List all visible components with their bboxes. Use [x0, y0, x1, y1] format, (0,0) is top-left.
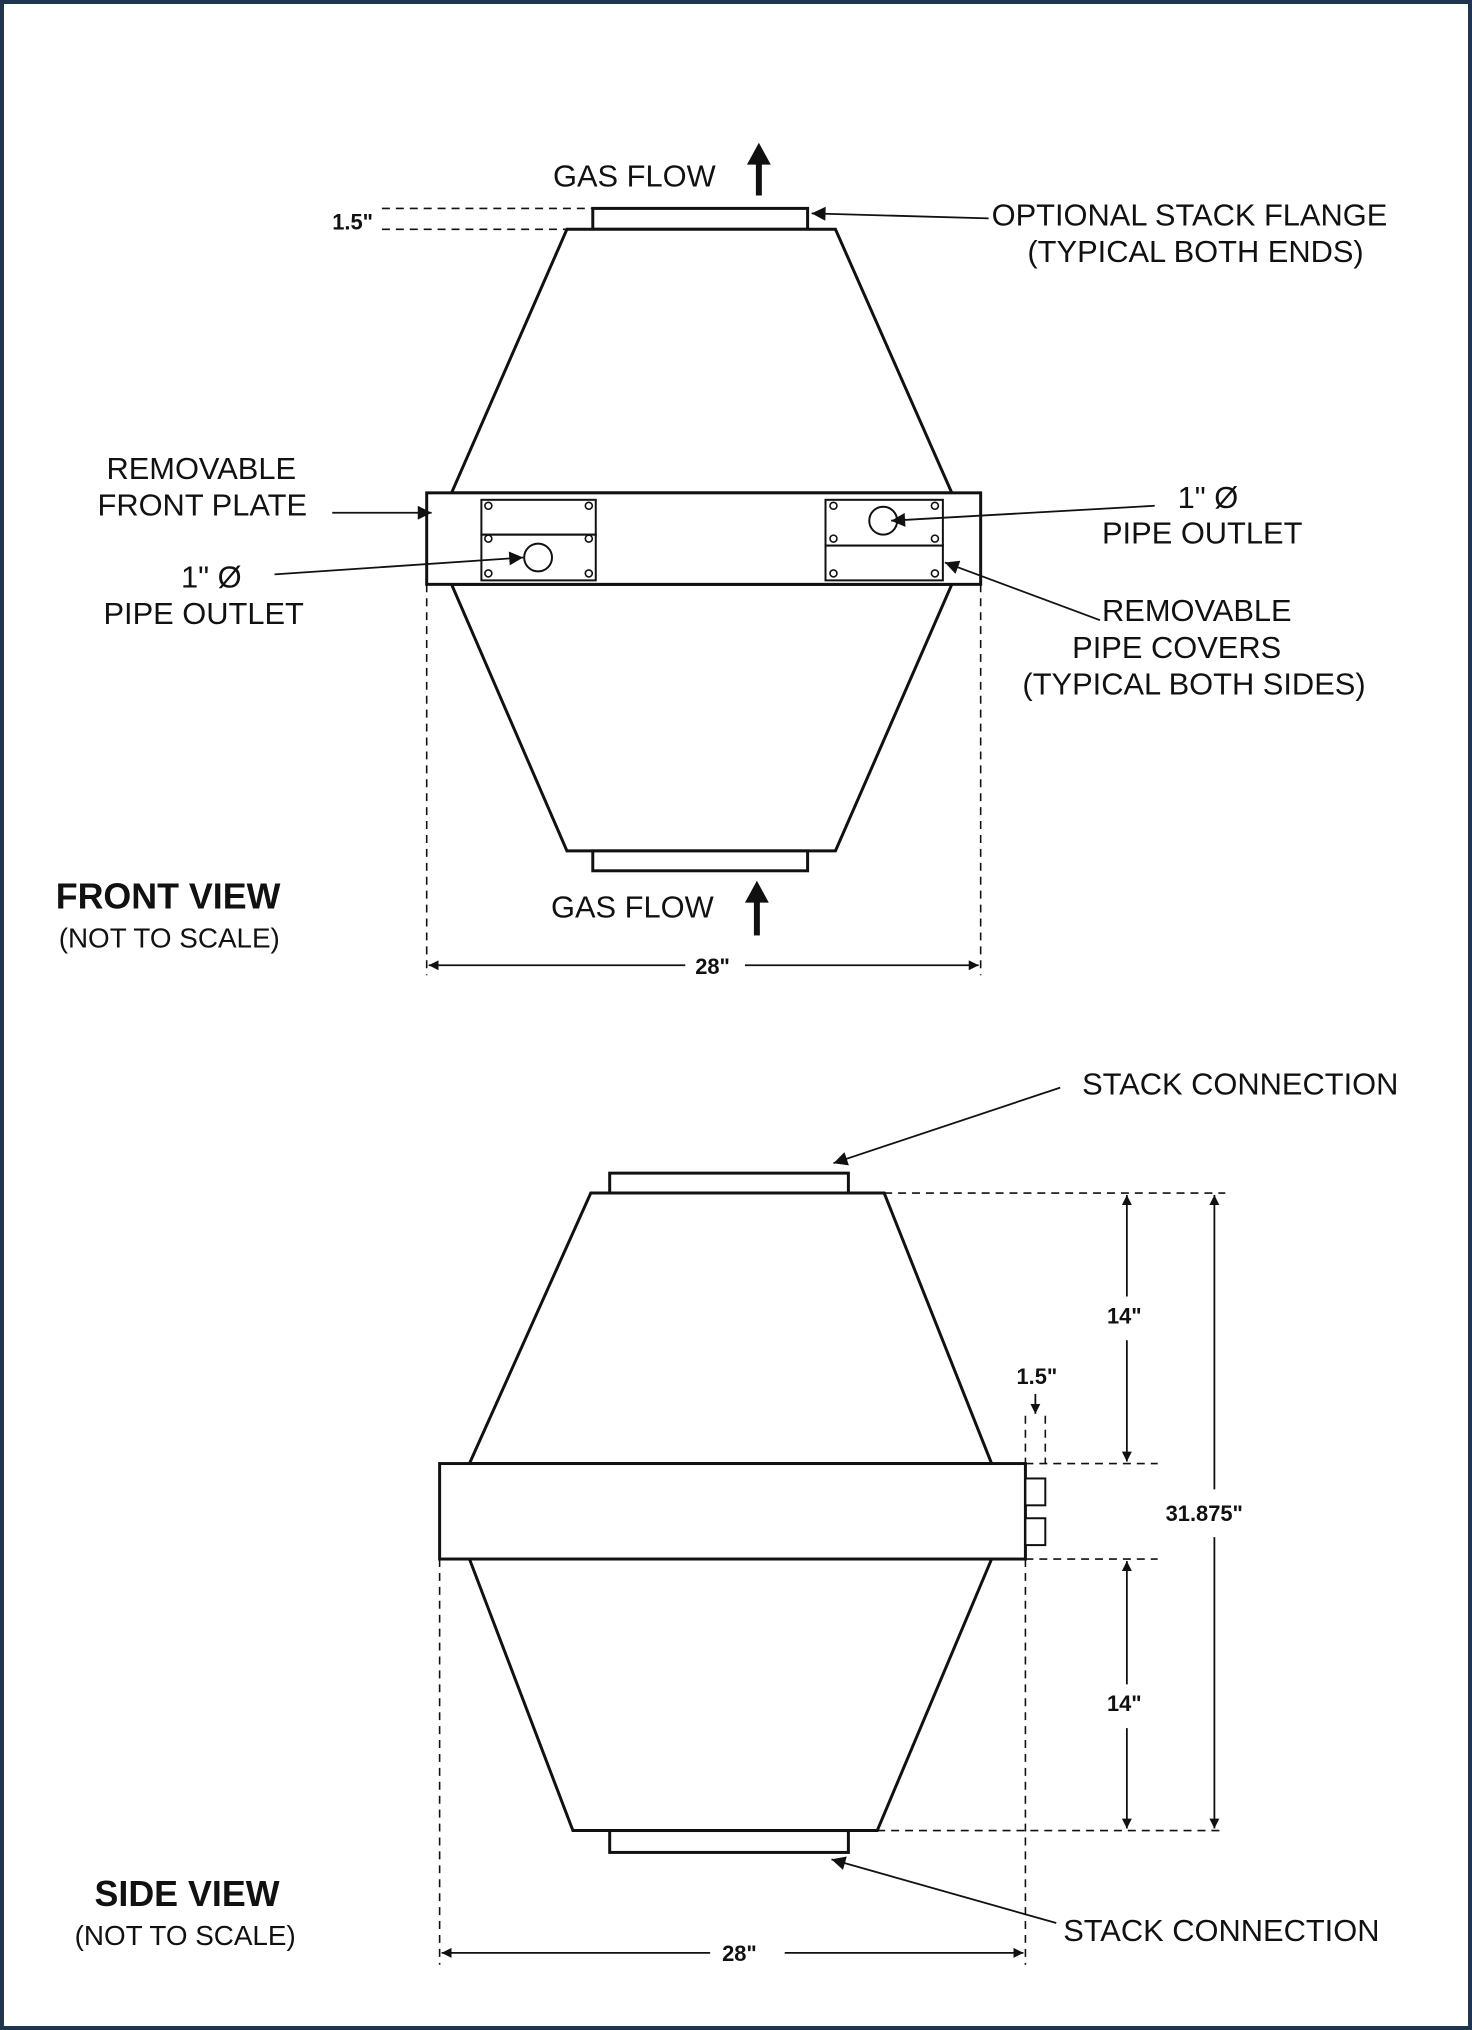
overall-height-dim: 31.875": [1166, 1501, 1243, 1526]
gas-flow-up-arrow-icon: [744, 880, 769, 936]
front-view-title: FRONT VIEW: [56, 877, 281, 917]
pipe-covers-label-line1: REMOVABLE: [1102, 593, 1292, 628]
right-pipe-cover: [824, 498, 944, 582]
right-outlet-label-line2: PIPE OUTLET: [1102, 516, 1303, 551]
gas-flow-label-bottom: GAS FLOW: [551, 890, 714, 925]
left-outlet-label-line1: 1" Ø: [181, 559, 242, 594]
gas-flow-label-top: GAS FLOW: [553, 159, 716, 194]
upper-height-dim: 14": [1107, 1303, 1142, 1328]
technical-drawing: GAS FLOW GAS FLOW 1.5" 28" OPTIONAL STAC…: [56, 142, 1398, 1966]
pipe-outlet-stub: [1024, 1517, 1047, 1547]
front-plate: [425, 491, 983, 586]
side-upper-cone: [467, 1191, 994, 1466]
front-view: [274, 142, 1155, 976]
gas-flow-up-arrow-icon: [746, 142, 771, 196]
side-width-dim: 28": [722, 1941, 757, 1966]
front-width-dim: 28": [695, 954, 730, 979]
right-outlet-label-line1: 1" Ø: [1178, 480, 1239, 515]
top-stack-flange: [591, 206, 810, 231]
side-view: [438, 1086, 1226, 1965]
outlet-dim: 1.5": [1016, 1364, 1057, 1389]
stack-flange-label-line1: OPTIONAL STACK FLANGE: [992, 197, 1388, 232]
left-pipe-cover: [480, 498, 597, 582]
front-view-subtitle: (NOT TO SCALE): [59, 922, 280, 953]
upper-cone: [449, 227, 955, 495]
stack-connection-label-top: STACK CONNECTION: [1082, 1067, 1398, 1102]
side-lower-cone: [467, 1557, 994, 1833]
lower-height-dim: 14": [1107, 1691, 1142, 1716]
left-pipe-outlet-hole: [523, 542, 553, 573]
bottom-stack-connection: [608, 1829, 850, 1854]
stack-connection-label-bottom: STACK CONNECTION: [1063, 1913, 1379, 1948]
top-stack-connection: [608, 1171, 850, 1195]
pipe-covers-label-line3: (TYPICAL BOTH SIDES): [1022, 667, 1365, 702]
side-view-title: SIDE VIEW: [95, 1874, 280, 1914]
lower-cone: [449, 582, 955, 853]
side-body-band: [438, 1462, 1027, 1561]
flange-thickness-dim: 1.5": [332, 209, 373, 234]
stack-flange-label-line2: (TYPICAL BOTH ENDS): [1027, 234, 1363, 269]
bottom-stack-flange: [591, 849, 810, 873]
left-outlet-label-line2: PIPE OUTLET: [103, 596, 304, 631]
front-plate-label-line2: FRONT PLATE: [97, 488, 307, 523]
pipe-covers-label-line2: PIPE COVERS: [1072, 630, 1281, 665]
front-plate-label-line1: REMOVABLE: [106, 451, 296, 486]
side-view-subtitle: (NOT TO SCALE): [75, 1920, 296, 1951]
pipe-outlet-stub: [1024, 1477, 1047, 1507]
